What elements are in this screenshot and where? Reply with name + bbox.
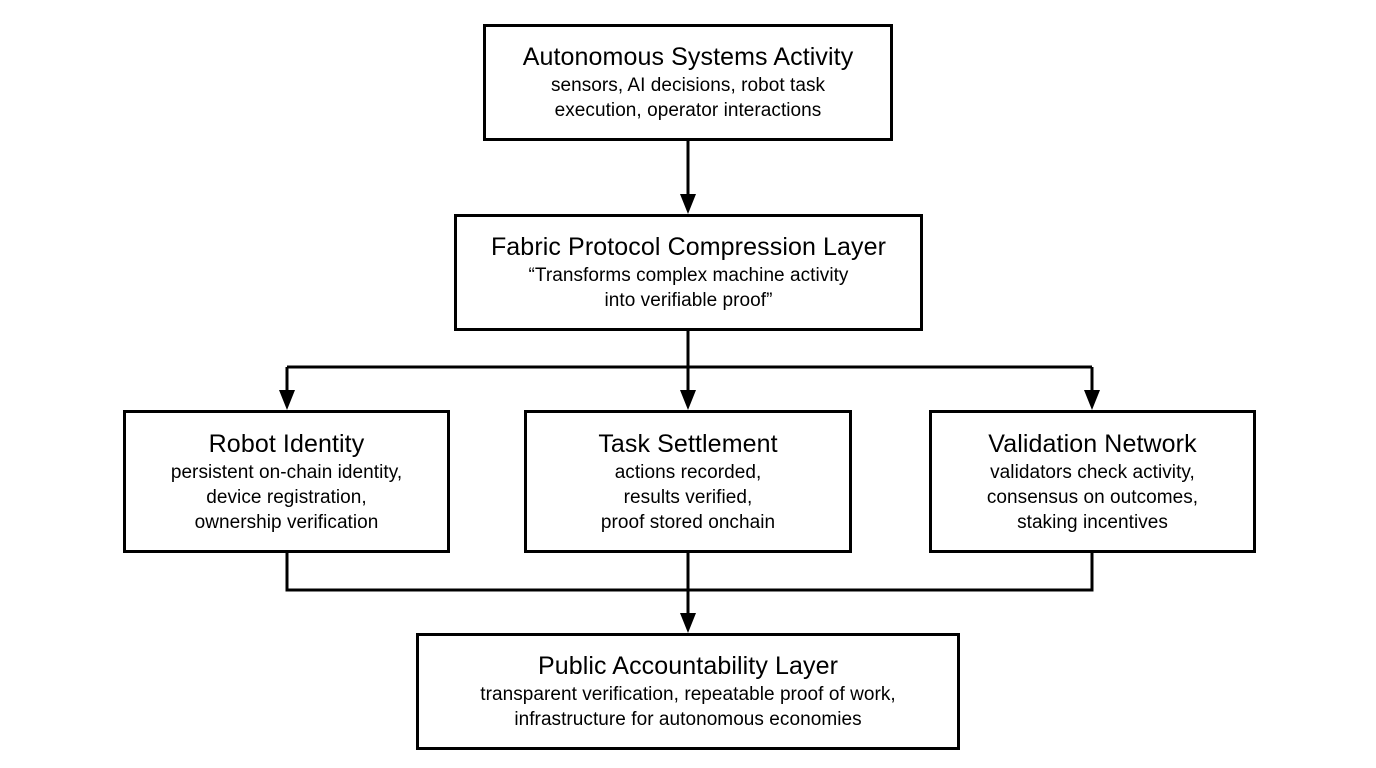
edge-fabric-fanout-bus — [287, 331, 1092, 369]
node-validation-network[interactable]: Validation Network validators check acti… — [929, 410, 1256, 553]
node-description: actions recorded, results verified, proo… — [600, 461, 776, 533]
node-autonomous-systems-activity[interactable]: Autonomous Systems Activity sensors, AI … — [483, 24, 893, 141]
edge-activity-to-fabric — [680, 141, 696, 214]
node-title: Robot Identity — [208, 429, 365, 458]
edge-settlement-to-public — [680, 553, 696, 633]
edge-fabric-to-settlement — [680, 367, 696, 410]
edge-fabric-to-validation — [1084, 367, 1100, 410]
node-fabric-protocol-compression-layer[interactable]: Fabric Protocol Compression Layer “Trans… — [454, 214, 923, 331]
node-description: “Transforms complex machine activity int… — [528, 265, 849, 311]
node-public-accountability-layer[interactable]: Public Accountability Layer transparent … — [416, 633, 960, 750]
node-task-settlement[interactable]: Task Settlement actions recorded, result… — [524, 410, 852, 553]
edge-identity-to-public — [285, 553, 688, 592]
node-title: Fabric Protocol Compression Layer — [490, 233, 887, 261]
node-title: Autonomous Systems Activity — [522, 43, 854, 71]
edge-fabric-to-identity — [279, 367, 295, 410]
node-description: sensors, AI decisions, robot task execut… — [550, 75, 826, 121]
node-robot-identity[interactable]: Robot Identity persistent on-chain ident… — [123, 410, 450, 553]
node-title: Public Accountability Layer — [537, 652, 839, 680]
node-title: Validation Network — [988, 429, 1197, 458]
node-description: persistent on-chain identity, device reg… — [170, 461, 403, 533]
node-title: Task Settlement — [598, 429, 778, 458]
node-description: validators check activity, consensus on … — [986, 461, 1199, 533]
edge-validation-to-public — [688, 553, 1094, 592]
node-description: transparent verification, repeatable pro… — [480, 684, 896, 730]
